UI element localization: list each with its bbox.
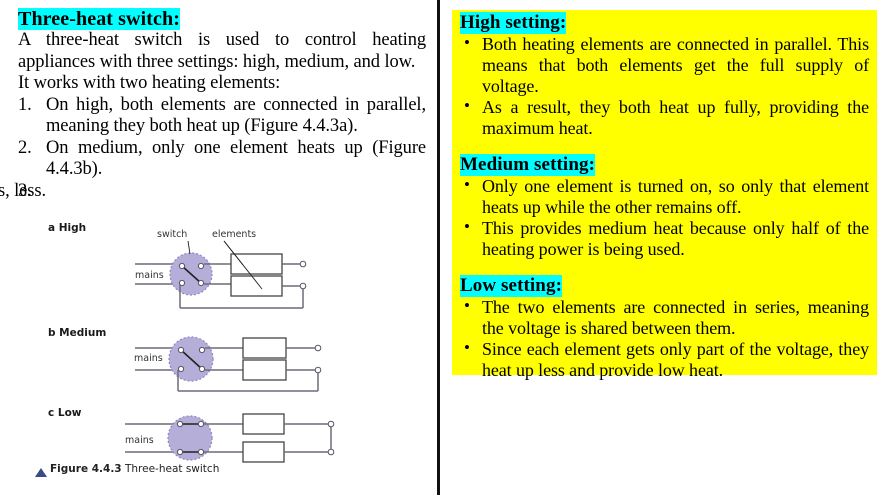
bullet-list-medium: • Only one element is turned on, so only… — [460, 175, 869, 260]
list-item-text: Since each element gets only part of the… — [482, 339, 869, 380]
list-item: • Both heating elements are connected in… — [460, 33, 869, 97]
intro-paragraph-2: It works with two heating elements: — [18, 73, 281, 93]
section-heading-high: High setting: — [460, 12, 567, 34]
figure-annotation-mains-a: mains — [135, 270, 164, 281]
section-heading-medium: Medium setting: — [460, 154, 596, 176]
list-item-text: This provides medium heat because only h… — [482, 218, 869, 259]
bullet-icon: • — [464, 33, 470, 52]
list-item: • As a result, they both heat up fully, … — [460, 96, 869, 139]
right-text-block: High setting: • Both heating elements ar… — [452, 10, 877, 381]
list-item-text-tail: n series, less. — [0, 180, 46, 201]
left-text-block: Three-heat switch: A three-heat switch i… — [0, 8, 426, 201]
bullet-icon: • — [464, 296, 470, 315]
bullet-icon: • — [464, 217, 470, 236]
figure-annotation-mains-b: mains — [134, 353, 163, 364]
list-item: • Only one element is turned on, so only… — [460, 175, 869, 218]
list-item-marker: 2. — [18, 137, 32, 158]
yellow-highlight-block — [452, 10, 877, 375]
figure-annotation-mains-c: mains — [125, 435, 154, 446]
list-item: • This provides medium heat because only… — [460, 217, 869, 260]
list-item-text: As a result, they both heat up fully, pr… — [482, 97, 869, 138]
circuit-high — [135, 240, 307, 309]
list-item-marker: 3. — [18, 180, 32, 201]
section-high: High setting: • Both heating elements ar… — [460, 12, 869, 139]
caption-triangle-icon — [35, 468, 47, 477]
left-title-line: Three-heat switch: — [18, 8, 426, 30]
figure-three-heat-switch: a High b Medium c Low switch elements ma… — [0, 213, 438, 495]
right-panel: High setting: • Both heating elements ar… — [441, 0, 880, 495]
figure-caption-number: Figure 4.4.3 — [50, 463, 122, 475]
section-medium: Medium setting: • Only one element is tu… — [460, 154, 869, 260]
list-item: • Since each element gets only part of t… — [460, 338, 869, 381]
figure-caption: Figure 4.4.3 Three-heat switch — [50, 463, 219, 475]
figure-label-a-high: a High — [48, 222, 87, 234]
intro-paragraph: A three-heat switch is used to control h… — [18, 30, 426, 72]
bullet-icon: • — [464, 338, 470, 357]
bullet-icon: • — [464, 175, 470, 194]
numbered-list: 1. On high, both elements are connected … — [0, 95, 426, 201]
list-item: 2. On medium, only one element heats up … — [18, 138, 426, 181]
section-heading-low: Low setting: — [460, 275, 562, 297]
circuit-medium — [135, 336, 322, 392]
section-gap — [460, 139, 869, 154]
bullet-icon: • — [464, 96, 470, 115]
list-item-text: Both heating elements are connected in p… — [482, 34, 869, 96]
panel-divider — [437, 0, 440, 495]
section-gap — [460, 260, 869, 275]
circuit-low — [125, 413, 335, 463]
figure-caption-text: Three-heat switch — [124, 463, 220, 475]
list-item-text: The two elements are connected in series… — [482, 297, 869, 338]
figure-label-c-low: c Low — [48, 407, 82, 419]
bullet-list-low: • The two elements are connected in seri… — [460, 296, 869, 381]
figure-annotation-elements: elements — [212, 229, 257, 240]
list-item-text: On medium, only one element heats up (Fi… — [46, 137, 426, 180]
page-title: Three-heat switch: — [18, 8, 180, 30]
figure-annotation-switch: switch — [157, 229, 188, 240]
list-item: • The two elements are connected in seri… — [460, 296, 869, 339]
list-item-text: On high, both elements are connected in … — [46, 94, 426, 137]
list-item-text: Only one element is turned on, so only t… — [482, 176, 869, 217]
left-panel: Three-heat switch: A three-heat switch i… — [0, 0, 438, 495]
figure-circuits-svg — [125, 240, 335, 463]
section-heading-line: Low setting: — [460, 275, 869, 297]
section-heading-line: High setting: — [460, 12, 869, 34]
figure-label-b-medium: b Medium — [48, 327, 107, 339]
list-item: 1. On high, both elements are connected … — [18, 95, 426, 138]
section-low: Low setting: • The two elements are conn… — [460, 275, 869, 381]
list-item-marker: 1. — [18, 94, 32, 115]
section-heading-line: Medium setting: — [460, 154, 869, 176]
bullet-list-high: • Both heating elements are connected in… — [460, 33, 869, 139]
